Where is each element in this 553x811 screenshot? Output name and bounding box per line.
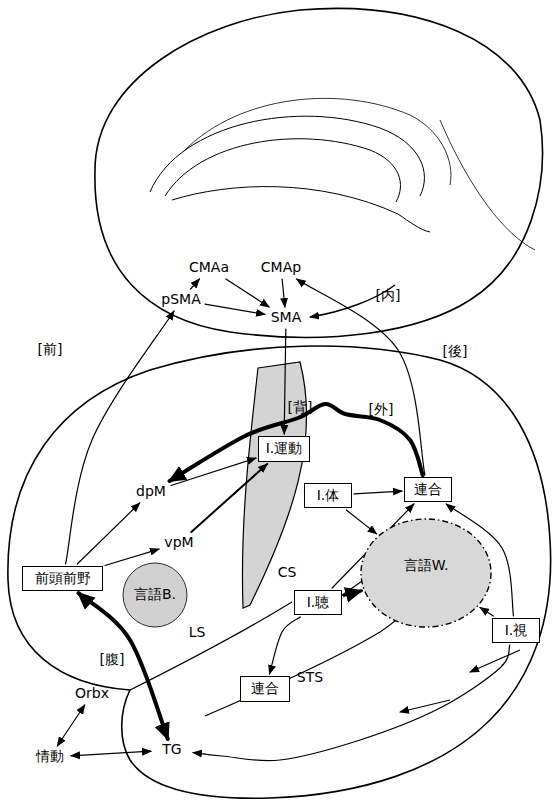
connector-arrow <box>205 304 265 314</box>
cortex-box: I.視 <box>492 618 540 643</box>
language-area-circle: 言語B. <box>122 562 188 628</box>
corpus-callosum-line <box>150 116 424 196</box>
connector-arrow <box>346 510 376 534</box>
connector-arrow <box>193 645 510 761</box>
region-label: [外] <box>369 401 394 419</box>
emotion-label: 情動 <box>30 747 70 767</box>
cortical-area-label: vpM <box>160 533 198 553</box>
superior-temporal-sulcus-line <box>205 600 414 716</box>
cortical-area-label: Orbx <box>70 684 114 704</box>
node-text: I.聴 <box>307 595 330 610</box>
cortical-area-label: CMAa <box>186 258 232 278</box>
node-text: 言語W. <box>404 558 449 573</box>
cingulate-line <box>185 98 451 185</box>
cortex-box: I.運動 <box>258 436 310 462</box>
cingulate-line <box>172 187 430 232</box>
connector-arrow <box>344 591 361 596</box>
node-text: SMA <box>271 310 302 325</box>
region-label: [背] <box>288 399 313 417</box>
medial-sulcus-line <box>440 120 535 250</box>
cortex-box: I.体 <box>304 483 352 508</box>
region-label: LS <box>189 624 206 640</box>
region-label: STS <box>297 669 323 685</box>
prefrontal-box: 前頭前野 <box>22 566 103 591</box>
cortical-area-label: dpM <box>132 482 170 502</box>
region-label: [腹] <box>100 651 125 669</box>
node-text: I.体 <box>317 488 340 503</box>
region-label: CS <box>278 564 297 580</box>
temporal-stream-arrow <box>470 650 520 672</box>
region-label: [内] <box>376 287 401 305</box>
connector-arrow <box>270 617 301 674</box>
cortical-area-label: pSMA <box>158 290 204 310</box>
cortical-area-label: TG <box>152 740 192 760</box>
cortex-box: I.聴 <box>294 590 342 615</box>
node-text: I.視 <box>505 623 528 638</box>
lateral-hemisphere-outline <box>8 346 551 798</box>
connector-arrow <box>191 279 200 289</box>
node-text: 連合 <box>414 482 442 497</box>
connector-arrow <box>354 491 402 494</box>
connector-arrow <box>77 503 139 564</box>
node-text: TG <box>162 742 181 757</box>
node-text: 前頭前野 <box>35 571 91 586</box>
node-text: 言語B. <box>134 587 176 602</box>
connector-arrow <box>191 464 267 532</box>
language-area-ellipse: 言語W. <box>360 518 492 628</box>
node-text: 連合 <box>251 681 279 696</box>
node-text: dpM <box>136 484 166 499</box>
cortical-area-label: SMA <box>266 308 306 328</box>
association-box: 連合 <box>240 676 290 702</box>
temporal-stream-arrow <box>400 700 450 712</box>
association-box: 連合 <box>404 477 452 502</box>
node-text: pSMA <box>161 292 200 307</box>
node-text: 情動 <box>36 749 64 764</box>
node-text: CMAp <box>261 260 301 275</box>
node-outline <box>123 563 187 627</box>
region-label: [後] <box>443 343 468 361</box>
node-text: I.運動 <box>266 441 303 456</box>
region-label: [前] <box>38 341 63 359</box>
connector-arrow <box>284 329 286 434</box>
cortical-area-label: CMAp <box>258 258 304 278</box>
connector-arrow <box>71 751 151 756</box>
connector-arrow <box>480 608 493 617</box>
node-text: Orbx <box>75 686 109 701</box>
central-sulcus-region <box>242 362 306 608</box>
connector-arrow <box>57 705 84 746</box>
connector-arrow <box>226 279 269 307</box>
connector-arrow <box>297 279 425 475</box>
node-outline <box>361 519 491 627</box>
medial-hemisphere-outline <box>95 8 543 337</box>
connector-arrow <box>66 311 174 564</box>
connector-arrow <box>282 279 285 307</box>
node-text: CMAa <box>189 260 229 275</box>
node-text: vpM <box>164 535 193 550</box>
